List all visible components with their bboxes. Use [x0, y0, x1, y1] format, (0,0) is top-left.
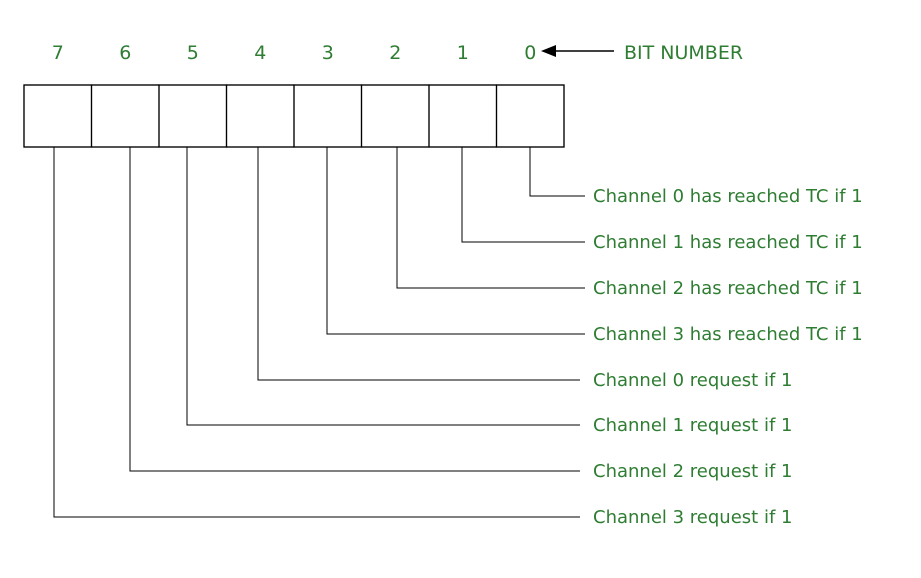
- bit-number-row: 7 6 5 4 3 2 1 0: [52, 42, 537, 64]
- bit-number-2: 2: [389, 42, 401, 64]
- bit-number-caption: BIT NUMBER: [624, 42, 743, 64]
- bit-description-6: Channel 2 request if 1: [593, 461, 792, 482]
- bit-cell-2: [360, 84, 430, 148]
- bit-cell-7: [23, 84, 93, 148]
- leader-line-bit-2: [396, 147, 585, 289]
- arrow-left-icon: [541, 45, 556, 57]
- register-boxes: [23, 84, 565, 148]
- bit-cell-1: [428, 84, 498, 148]
- bit-descriptions: Channel 3 request if 1 Channel 2 request …: [593, 186, 863, 528]
- bit-number-0: 0: [524, 42, 536, 64]
- bit-cell-3: [293, 84, 363, 148]
- leader-line-bit-6: [129, 147, 580, 472]
- leader-line-bit-3: [326, 147, 585, 335]
- bit-number-4: 4: [254, 42, 266, 64]
- bit-number-3: 3: [322, 42, 334, 64]
- bit-description-7: Channel 3 request if 1: [593, 507, 792, 528]
- leader-line-bit-4: [257, 147, 580, 381]
- leader-line-bit-0: [529, 147, 585, 197]
- bit-cell-5: [158, 84, 228, 148]
- bit-cell-6: [90, 84, 160, 148]
- bit-number-6: 6: [119, 42, 131, 64]
- bit-description-4: Channel 0 request if 1: [593, 370, 792, 391]
- bit-description-1: Channel 1 has reached TC if 1: [593, 232, 863, 253]
- leader-line-bit-7: [53, 147, 580, 518]
- bit-description-5: Channel 1 request if 1: [593, 415, 792, 436]
- leader-lines: [53, 147, 585, 518]
- bit-number-7: 7: [52, 42, 64, 64]
- leader-line-bit-5: [186, 147, 580, 426]
- bit-description-3: Channel 3 has reached TC if 1: [593, 324, 863, 345]
- bit-description-2: Channel 2 has reached TC if 1: [593, 278, 863, 299]
- bit-description-0: Channel 0 has reached TC if 1: [593, 186, 863, 207]
- bit-number-caption-group: BIT NUMBER: [541, 42, 743, 64]
- bit-cell-4: [225, 84, 295, 148]
- bit-number-5: 5: [187, 42, 199, 64]
- leader-line-bit-1: [461, 147, 585, 243]
- bit-number-1: 1: [457, 42, 469, 64]
- bit-cell-0: [495, 84, 565, 148]
